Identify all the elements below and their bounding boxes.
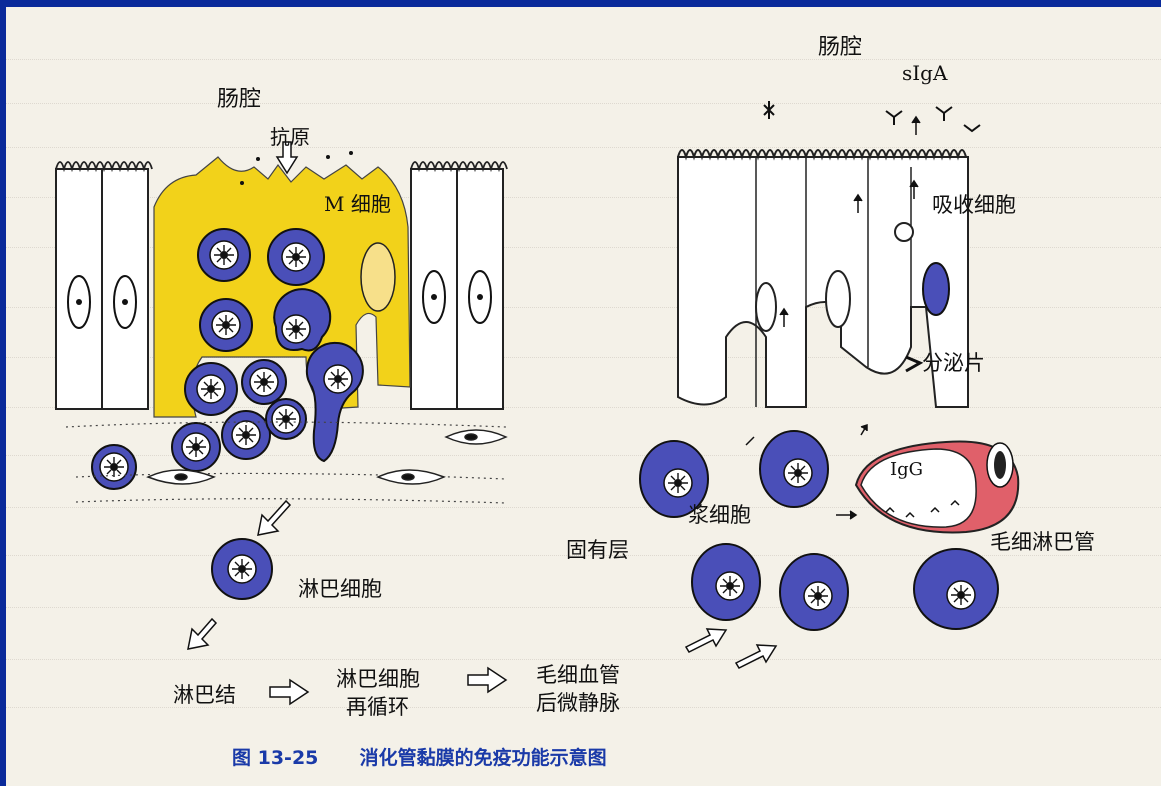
label-secretory-piece: 分泌片 bbox=[922, 347, 985, 377]
lymphatic-capillary bbox=[856, 441, 1018, 532]
label-lumen-left: 肠腔 bbox=[217, 81, 261, 113]
figure-caption: 图 13-25 消化管黏膜的免疫功能示意图 bbox=[232, 743, 607, 770]
label-antigen: 抗原 bbox=[270, 121, 310, 150]
label-lymph-node: 淋巴结 bbox=[173, 679, 236, 709]
label-recirculation-2: 再循环 bbox=[346, 691, 409, 721]
label-m-cell: M 细胞 bbox=[324, 188, 391, 217]
label-absorptive-cell: 吸收细胞 bbox=[932, 189, 1016, 219]
label-siga: sIgA bbox=[902, 61, 947, 85]
label-plasma-cell: 浆细胞 bbox=[688, 499, 751, 529]
figure-number: 图 13-25 bbox=[232, 747, 318, 769]
label-recirculation-1: 淋巴细胞 bbox=[336, 663, 420, 693]
label-hev-1: 毛细血管 bbox=[536, 659, 620, 689]
secretory-piece-marker bbox=[906, 357, 920, 371]
label-lumen-right: 肠腔 bbox=[818, 29, 862, 61]
figure-page: 肠腔 抗原 M 细胞 淋巴细胞 淋巴结 淋巴细胞 再循环 毛细血管 后微静脉 肠… bbox=[6, 7, 1161, 786]
label-igg: IgG bbox=[890, 459, 923, 480]
label-lymphocyte: 淋巴细胞 bbox=[298, 573, 382, 603]
m-cell-nucleus bbox=[361, 243, 395, 311]
label-hev-2: 后微静脉 bbox=[536, 687, 620, 717]
label-lymphatic-capillary: 毛细淋巴管 bbox=[990, 526, 1095, 556]
figure-title: 消化管黏膜的免疫功能示意图 bbox=[360, 747, 607, 769]
siga-molecules bbox=[764, 101, 980, 131]
label-lamina-propria: 固有层 bbox=[566, 534, 629, 564]
entry-arrows-right bbox=[686, 629, 776, 668]
